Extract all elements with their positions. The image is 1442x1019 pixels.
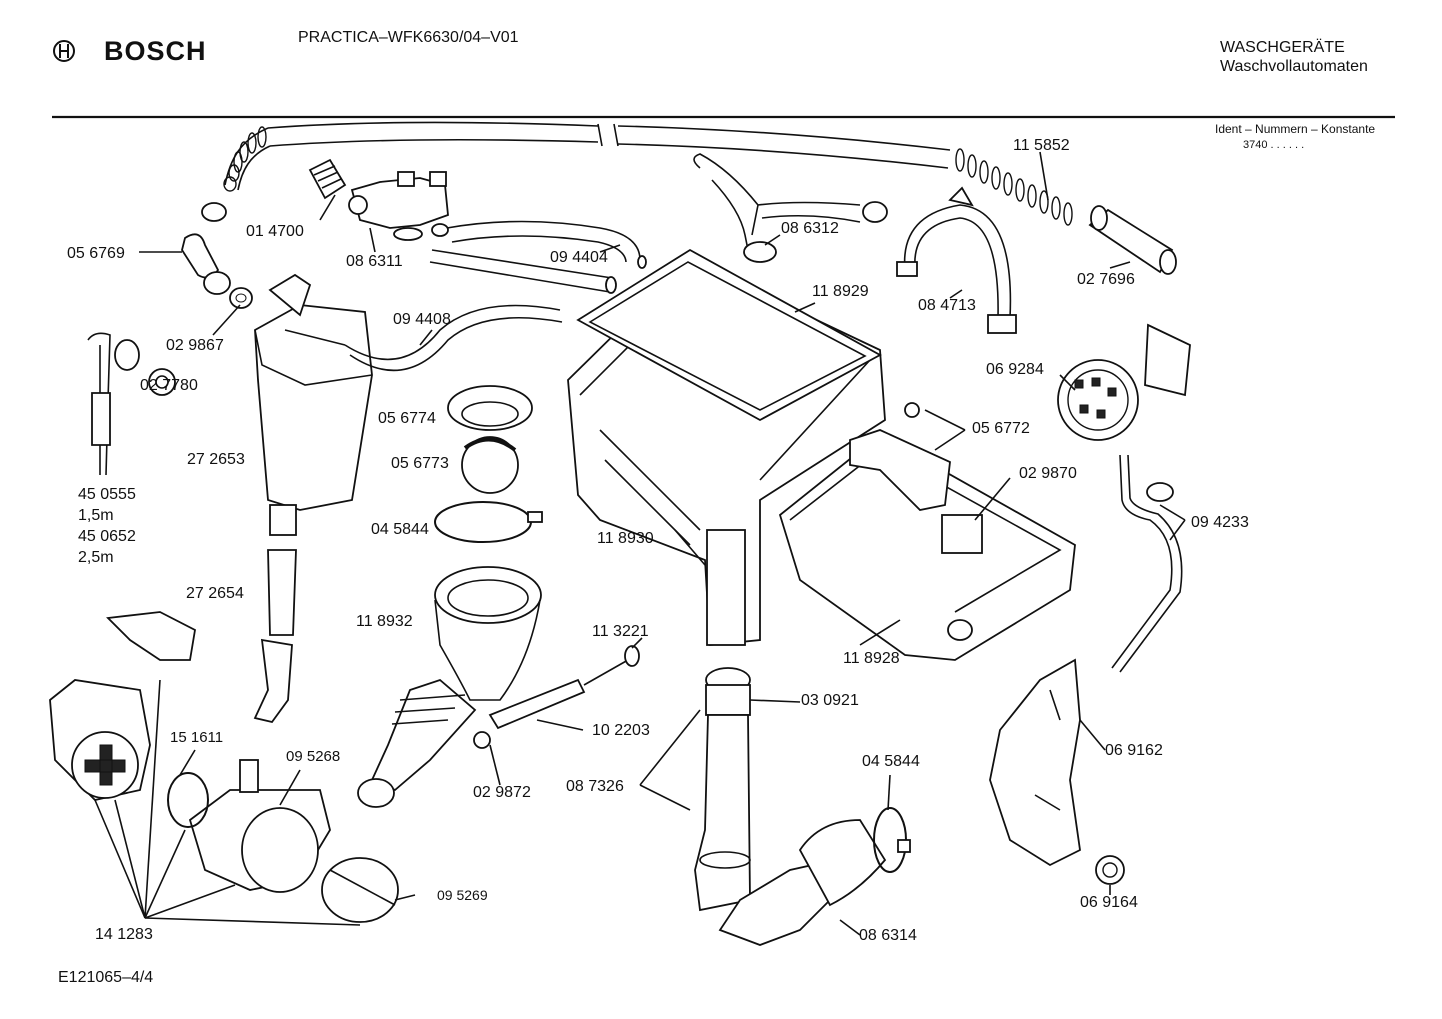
part-label: 04 5844 <box>862 753 920 770</box>
hose-09-4404 <box>446 220 641 263</box>
clip-04-5844a <box>434 501 532 543</box>
elbow-05-6769 <box>181 233 220 279</box>
part-label: 05 6773 <box>391 455 449 472</box>
part-label: 10 2203 <box>592 722 650 739</box>
part-label: 05 6774 <box>378 410 436 427</box>
drawing-code: E121065–4/4 <box>58 969 154 986</box>
dispenser-lid-11-8929 <box>576 248 882 422</box>
pressure-switch-06-9284 <box>1057 323 1191 441</box>
part-label: 27 2653 <box>187 451 245 468</box>
part-label: 45 0652 <box>78 528 136 545</box>
part-label: 11 8930 <box>597 530 654 547</box>
tray-11-8928 <box>778 402 1076 661</box>
part-label: 08 7326 <box>566 778 624 795</box>
part-label: 09 5268 <box>286 748 341 765</box>
inlet-valve <box>348 171 449 241</box>
subcategory-title: Waschvollautomaten <box>1220 58 1368 75</box>
part-label: 05 6769 <box>67 245 125 262</box>
part-label: 2,5m <box>78 549 114 566</box>
inlet-filter <box>308 158 347 200</box>
inlet-hose <box>201 121 1073 226</box>
part-label: 14 1283 <box>95 926 153 943</box>
part-label: 09 5269 <box>437 887 488 903</box>
part-label: 02 9867 <box>166 337 224 354</box>
bracket-06-9162 <box>989 658 1081 867</box>
part-label: 09 4233 <box>1191 514 1249 531</box>
part-label: 1,5m <box>78 507 114 524</box>
clamp-08-4713 <box>903 204 1012 319</box>
part-label: 27 2654 <box>186 585 244 602</box>
bosch-logo-icon <box>53 40 75 62</box>
model-title: PRACTICA–WFK6630/04–V01 <box>298 29 519 46</box>
ident-value: 3740 . . . . . . <box>1243 139 1305 151</box>
part-label: 11 5852 <box>1013 137 1070 154</box>
part-label: 08 6312 <box>781 220 839 237</box>
part-label: 08 6311 <box>346 253 403 270</box>
part-label: 02 7780 <box>140 377 198 394</box>
part-label: 03 0921 <box>801 692 859 709</box>
hose-08-6314 <box>798 819 887 907</box>
drain-pipe-08-7326 <box>694 667 841 946</box>
part-label: 45 0555 <box>78 486 136 503</box>
part-label: 09 4408 <box>393 311 451 328</box>
part-label: 08 4713 <box>918 297 976 314</box>
part-label: 09 4404 <box>550 249 608 266</box>
hose-09-4408 <box>344 304 563 372</box>
part-label: 06 9284 <box>986 361 1044 378</box>
part-label: 11 8929 <box>812 283 869 300</box>
ident-label: Ident – Nummern – Konstante <box>1215 122 1376 136</box>
rod-10-2203 <box>488 678 586 730</box>
part-label: 02 7696 <box>1077 271 1135 288</box>
reservoir-27-2653 <box>254 273 373 536</box>
part-label: 11 8928 <box>843 650 900 667</box>
part-label: 06 9162 <box>1105 742 1163 759</box>
brand-name: BOSCH <box>104 36 207 66</box>
hose-27-2654 <box>253 549 297 724</box>
part-label: 06 9164 <box>1080 894 1138 911</box>
part-label: 11 3221 <box>592 623 649 640</box>
part-label: 08 6314 <box>859 927 917 944</box>
part-label: 02 9872 <box>473 784 531 801</box>
part-label: 02 9870 <box>1019 465 1077 482</box>
part-label: 05 6772 <box>972 420 1030 437</box>
ball-05-6773 <box>461 436 519 494</box>
category-title: WASCHGERÄTE <box>1220 39 1345 56</box>
part-label: 04 5844 <box>371 521 429 538</box>
sump-11-8932 <box>357 566 542 808</box>
pump-14-1283 <box>49 611 399 923</box>
hose-08-6312 <box>693 153 861 251</box>
part-label: 11 8932 <box>356 613 413 630</box>
part-label: 01 4700 <box>246 223 304 240</box>
leader-lines <box>94 151 1186 936</box>
connector-02-7696 <box>1088 205 1177 275</box>
part-label: 15 1611 <box>170 729 224 746</box>
hose-09-4233 <box>1111 454 1183 673</box>
seal-05-6774 <box>447 385 533 431</box>
